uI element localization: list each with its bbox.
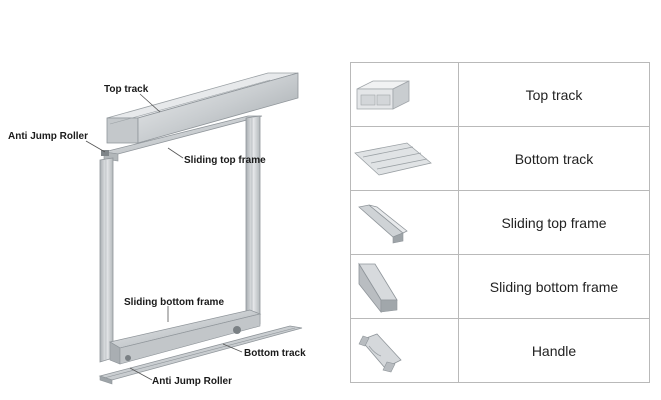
top-track-profile-icon xyxy=(356,79,410,110)
bottom-roller-part xyxy=(233,326,241,334)
assembly-diagram: Top track Anti Jump Roller Sliding top f… xyxy=(8,72,306,387)
sliding-top-frame-profile-icon xyxy=(358,204,408,243)
part-image-cell xyxy=(350,126,459,191)
part-label: Sliding bottom frame xyxy=(458,254,650,319)
parts-table: Top track Bottom track Sliding top frame xyxy=(350,62,650,383)
label-anti-jump-roller-bottom: Anti Jump Roller xyxy=(152,376,233,387)
handle-profile-icon xyxy=(358,333,402,372)
label-sliding-top-frame: Sliding top frame xyxy=(184,155,266,166)
sliding-bottom-frame-profile-icon xyxy=(358,262,398,313)
table-row: Sliding top frame xyxy=(350,190,650,255)
anti-jump-roller-top-part xyxy=(101,150,109,156)
part-image-cell xyxy=(350,318,459,383)
label-sliding-bottom-frame: Sliding bottom frame xyxy=(124,297,224,308)
table-row: Bottom track xyxy=(350,126,650,191)
sliding-top-frame-part xyxy=(101,115,263,162)
bottom-track-profile-icon xyxy=(354,142,432,175)
label-top-track: Top track xyxy=(104,84,149,95)
part-image-cell xyxy=(350,190,459,255)
part-label: Bottom track xyxy=(458,126,650,191)
part-image-cell xyxy=(350,62,459,127)
sliding-bottom-frame-part xyxy=(108,309,262,365)
part-label: Handle xyxy=(458,318,650,383)
assembly-drawing xyxy=(85,72,303,385)
left-stile-part xyxy=(99,157,114,363)
label-anti-jump-roller-top: Anti Jump Roller xyxy=(8,131,89,142)
label-bottom-track: Bottom track xyxy=(244,348,306,359)
part-label: Top track xyxy=(458,62,650,127)
part-image-cell xyxy=(350,254,459,319)
right-stile-part xyxy=(245,115,261,329)
table-row: Handle xyxy=(350,318,650,383)
bottom-track-part xyxy=(98,325,303,385)
table-row: Sliding bottom frame xyxy=(350,254,650,319)
table-row: Top track xyxy=(350,62,650,127)
part-label: Sliding top frame xyxy=(458,190,650,255)
leader-lines xyxy=(85,93,243,381)
